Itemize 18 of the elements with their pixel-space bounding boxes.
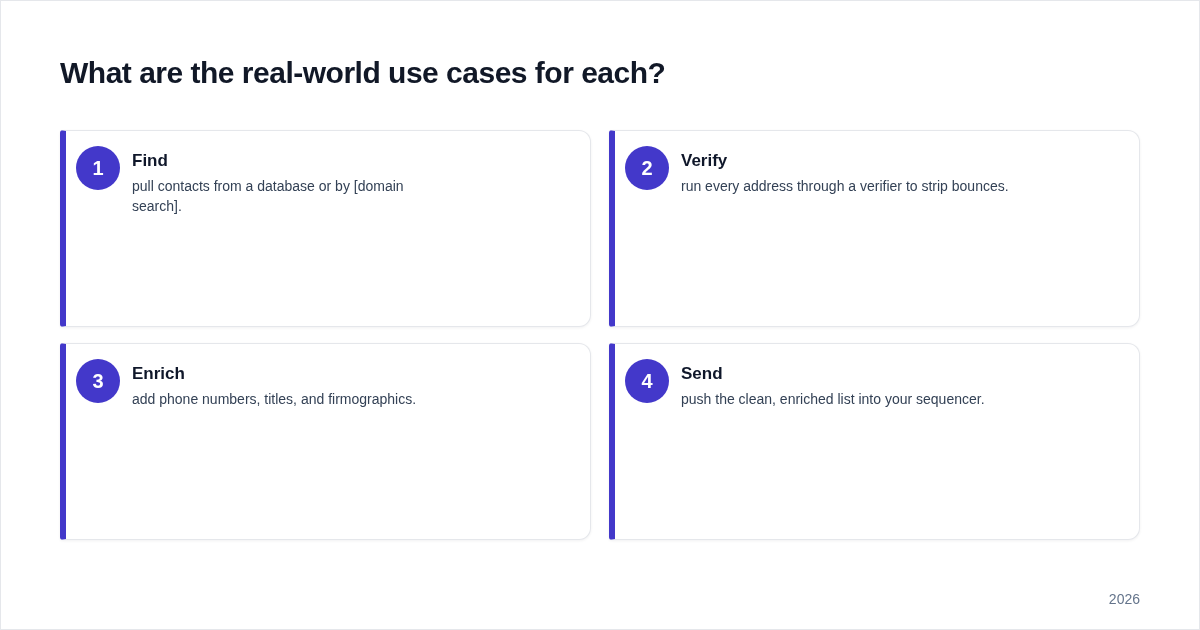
year-label: 2026	[1108, 591, 1140, 607]
number-badge: 4	[625, 359, 669, 403]
step-title: Enrich	[132, 364, 185, 384]
number-badge: 3	[76, 359, 120, 403]
step-description: pull contacts from a database or by [domain search].	[132, 177, 405, 216]
diagram-title: What are the real-world use cases for each?	[60, 56, 666, 90]
step-description: run every address through a verifier to strip bounces.	[681, 177, 1010, 196]
step-title: Find	[132, 151, 168, 171]
step-title: Verify	[681, 151, 728, 171]
step-card	[609, 343, 1140, 540]
step-description: push the clean, enriched list into your sequencer.	[681, 390, 986, 409]
step-card	[60, 343, 591, 540]
step-title: Send	[681, 364, 723, 384]
step-card	[609, 130, 1140, 327]
step-description: add phone numbers, titles, and firmographics.	[132, 390, 418, 409]
number-badge: 2	[625, 146, 669, 190]
step-card	[60, 130, 591, 327]
number-badge: 1	[76, 146, 120, 190]
